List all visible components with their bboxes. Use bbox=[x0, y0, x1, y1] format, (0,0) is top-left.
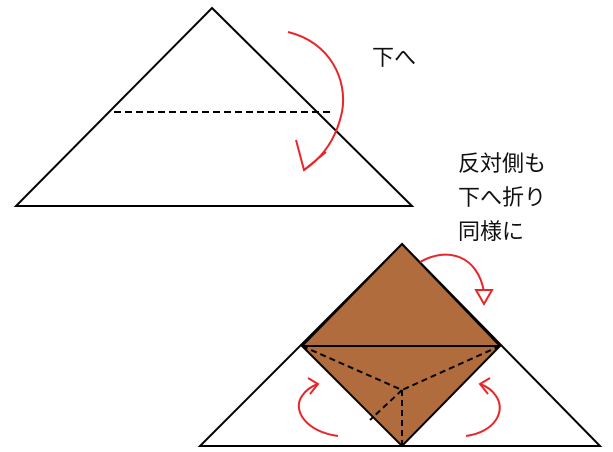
step2-top-arrow-icon bbox=[419, 253, 485, 293]
step2-left-arrowhead-icon bbox=[307, 377, 320, 395]
step2-left-arrow-icon bbox=[297, 383, 339, 437]
step2-fold-line-diagonal bbox=[369, 389, 403, 421]
step2-fold-line-left bbox=[301, 345, 403, 391]
step1-arrowhead-icon bbox=[295, 139, 327, 172]
step1-triangle bbox=[13, 6, 415, 207]
step2-fold-line-right bbox=[401, 345, 501, 391]
step2-right-arrowhead-icon bbox=[478, 377, 491, 395]
step2-instruction-line-3: 同様に bbox=[458, 220, 525, 245]
step1-instruction: 下へ bbox=[372, 46, 417, 71]
step2-instruction-line-2: 下へ折り bbox=[458, 186, 547, 211]
step2-top-arrowhead-icon bbox=[474, 289, 494, 307]
step2-instruction: 反対側も 下へ折り 同様に bbox=[458, 150, 546, 252]
step2-instruction-line-1: 反対側も bbox=[458, 152, 547, 177]
step2-right-arrow-icon bbox=[465, 383, 501, 437]
